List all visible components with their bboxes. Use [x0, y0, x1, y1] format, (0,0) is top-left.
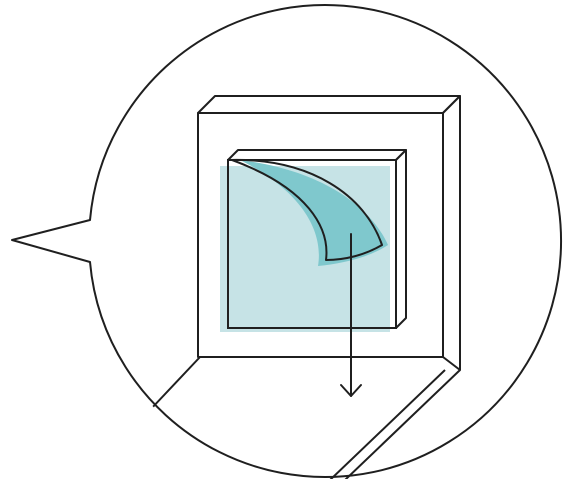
peeling-corner	[229, 158, 383, 261]
device-ledge	[149, 356, 461, 479]
arrow-down-icon	[340, 233, 362, 397]
screen-face	[227, 159, 397, 329]
screen-panel	[227, 149, 407, 329]
